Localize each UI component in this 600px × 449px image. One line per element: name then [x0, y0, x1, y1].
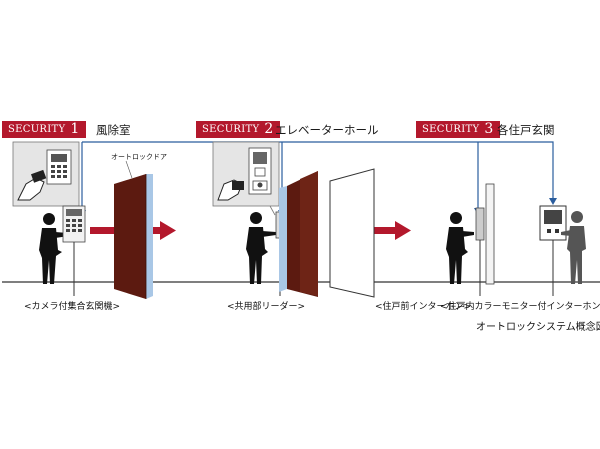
security-badge-2-number: 2 — [264, 121, 274, 137]
place-label-2: エレベーターホール — [275, 123, 379, 137]
security-badge-3-text: SECURITY — [422, 124, 480, 135]
key-card-icon — [30, 169, 47, 183]
door-label: オートロックドア — [111, 153, 167, 161]
person-4-silhouette — [561, 211, 586, 284]
security-badge-2: SECURITY 2 — [196, 121, 280, 138]
inset-2 — [212, 141, 280, 216]
device-caption-3: <住戸前インターホン> — [375, 302, 472, 312]
place-label-3: 各住戸玄関 — [497, 123, 555, 137]
device-caption-2: <共用部リーダー> — [227, 302, 306, 312]
autolock-door — [114, 174, 153, 299]
door-leader-line — [125, 160, 133, 179]
place-label-1: 風除室 — [96, 123, 131, 137]
security-badge-1-text: SECURITY — [8, 124, 66, 135]
hand-icon — [17, 177, 45, 201]
unit-wall — [485, 183, 495, 285]
diagram-title: オートロックシステム概念図 — [476, 322, 600, 333]
open-door-outline — [329, 168, 375, 298]
device-caption-1: <カメラ付集合玄関機> — [24, 302, 121, 312]
indoor-monitor — [539, 205, 567, 296]
indoor-monitor-caption: <住戸内カラーモニター付インターホン> — [440, 302, 600, 312]
person-3-silhouette — [446, 212, 474, 284]
door-intercom — [475, 207, 485, 241]
inset-1 — [12, 141, 80, 215]
security-badge-3: SECURITY 3 — [416, 121, 500, 138]
elevator-door — [279, 171, 318, 297]
security-badge-2-text: SECURITY — [202, 124, 260, 135]
entrance-panel — [62, 205, 86, 296]
security-badge-1-number: 1 — [70, 121, 80, 137]
key-card-icon-2 — [232, 181, 244, 190]
person-2-silhouette — [246, 212, 276, 284]
security-badge-3-number: 3 — [484, 121, 494, 137]
security-badge-1: SECURITY 1 — [2, 121, 86, 138]
